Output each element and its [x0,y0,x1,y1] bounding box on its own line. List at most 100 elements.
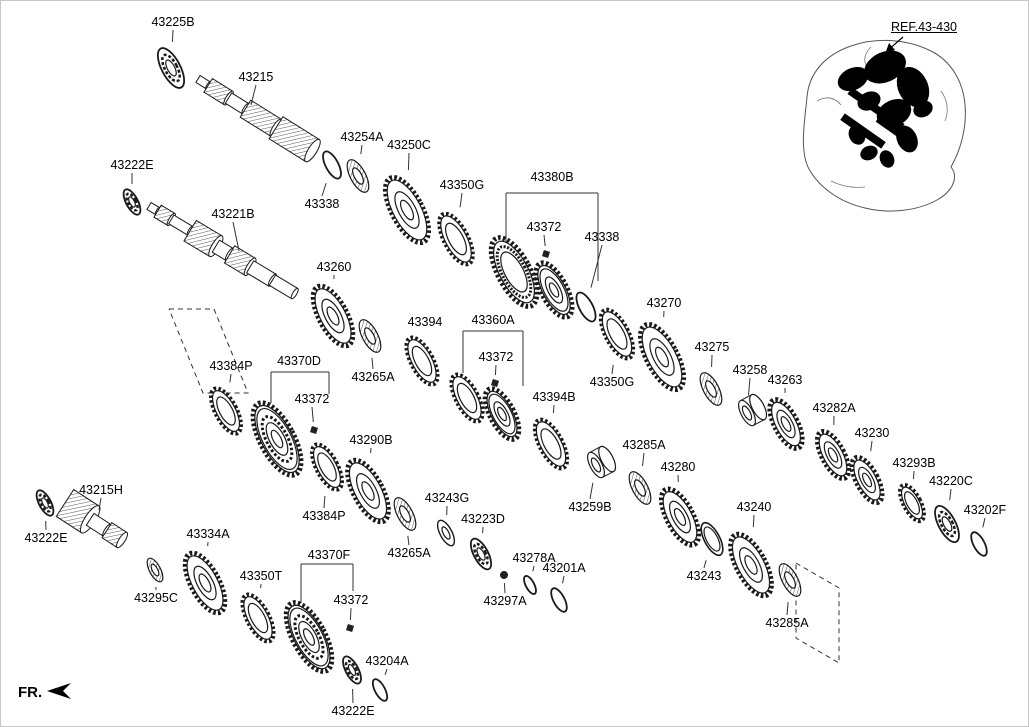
part-label-43204A: 43204A [365,654,409,668]
part-43350T [240,592,276,644]
part-43259B [587,445,617,479]
part-label-43338: 43338 [305,197,340,211]
part-assembly [488,235,540,309]
part-label-43222E: 43222E [331,704,374,718]
part-43372 [491,379,499,387]
part-43270 [637,321,687,393]
part-43254A [346,159,370,193]
part-label-43202F: 43202F [964,503,1007,517]
part-label-43394B: 43394B [532,390,575,404]
part-label-43250C: 43250C [387,138,431,152]
fr-direction-label: FR. [18,684,43,701]
part-label-43338: 43338 [585,230,620,244]
part-label-43350G: 43350G [440,178,484,192]
shaft-43221B [146,201,299,300]
part-label-43280: 43280 [661,460,696,474]
part-label-43384P: 43384P [209,359,252,373]
part-label-43275: 43275 [695,340,730,354]
part-label-43215H: 43215H [79,483,123,497]
part-label-43201A: 43201A [542,561,586,575]
part-label-43270: 43270 [647,296,682,310]
part-label-43334A: 43334A [186,527,230,541]
part-label-43285A: 43285A [622,438,666,452]
part-label-43370F: 43370F [308,548,351,562]
part-43222E [342,655,362,685]
part-label-43260: 43260 [317,260,352,274]
part-43295C [146,557,164,583]
part-assembly [533,260,575,320]
part-43263 [767,397,805,451]
part-43278A [523,575,537,595]
part-43230 [849,454,885,506]
part-43265A [358,319,382,353]
part-label-43220C: 43220C [929,474,973,488]
part-label-43293B: 43293B [892,456,935,470]
part-assembly [250,400,304,478]
part-label-43372: 43372 [295,392,330,406]
part-43240 [728,531,774,599]
part-43222E [122,188,142,216]
shafts-layer [55,74,321,549]
part-43220C [934,505,960,543]
part-label-43225B: 43225B [151,15,194,29]
part-label-43230: 43230 [855,426,890,440]
part-label-43278A: 43278A [512,551,556,565]
part-43201A [550,587,568,613]
part-label-43384P: 43384P [302,509,345,523]
part-label-43263: 43263 [768,373,803,387]
part-43243G [436,519,456,547]
part-label-43295C: 43295C [134,591,178,605]
part-label-43350G: 43350G [590,375,634,389]
part-43243 [700,521,724,557]
part-43282A [814,428,852,482]
part-assembly [449,372,485,424]
part-label-43265A: 43265A [387,546,431,560]
part-assembly [283,600,335,674]
part-label-43282A: 43282A [812,401,856,415]
part-label-43222E: 43222E [24,531,67,545]
part-43293B [898,482,926,524]
part-43260 [310,283,356,349]
part-label-43215: 43215 [239,70,274,84]
part-43265A [393,497,417,531]
part-label-43380B: 43380B [530,170,573,184]
part-43372 [346,624,354,632]
part-label-43297A: 43297A [483,594,527,608]
part-43258 [738,393,768,427]
construction-lines [168,192,840,664]
part-43222E [35,489,55,517]
part-label-43243G: 43243G [425,491,469,505]
part-43384P [209,386,243,436]
ref-callout-label: REF.43-430 [891,20,958,34]
part-label-43240: 43240 [737,500,772,514]
labels-layer: 43225B4321543222E43221B43254A4333843250C… [24,15,1006,718]
part-label-43394: 43394 [408,315,443,329]
part-43223D [469,537,493,571]
part-43394 [404,335,440,387]
part-43297A [500,571,508,579]
part-label-43290B: 43290B [349,433,392,447]
part-43280 [658,486,702,548]
part-43334A [182,550,228,616]
part-43285A [628,471,652,505]
part-label-43285A: 43285A [765,616,809,630]
part-43250C [382,174,432,246]
part-43384P [310,442,344,492]
part-label-43372: 43372 [334,593,369,607]
part-43372 [542,250,550,258]
part-label-43221B: 43221B [211,207,254,221]
shaft-43215 [195,74,321,163]
part-43338 [575,291,597,323]
part-label-43372: 43372 [527,220,562,234]
part-43204A [371,678,389,702]
part-label-43222E: 43222E [110,158,153,172]
part-43275 [699,372,723,406]
part-label-43265A: 43265A [351,370,395,384]
part-label-43243: 43243 [687,569,722,583]
part-label-43259B: 43259B [568,500,611,514]
part-43394B [532,417,570,471]
part-43225B [156,47,186,89]
part-label-43372: 43372 [479,350,514,364]
